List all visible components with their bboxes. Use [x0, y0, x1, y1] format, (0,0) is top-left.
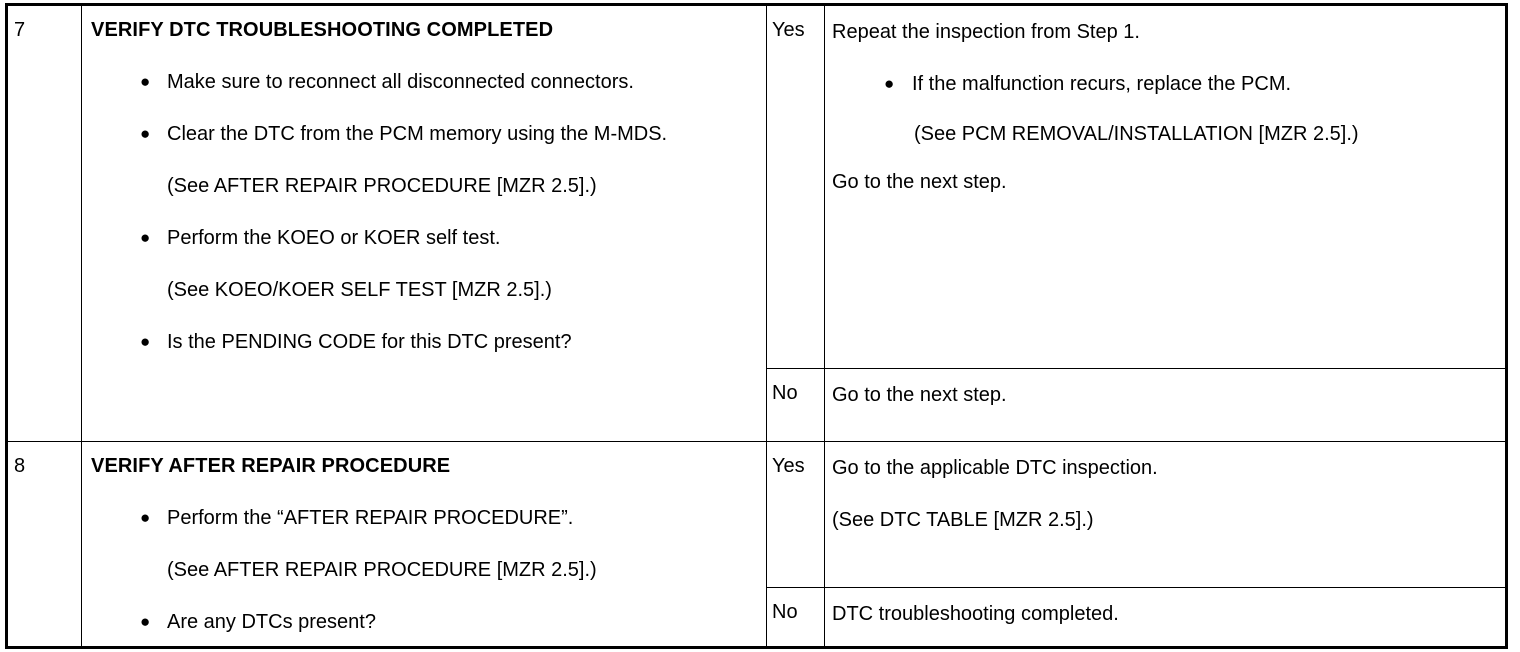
action-list: ● Make sure to reconnect all disconnecte…	[91, 69, 758, 355]
step-title: VERIFY AFTER REPAIR PROCEDURE	[91, 455, 451, 477]
result-lead-text: DTC troubleshooting completed.	[832, 603, 1119, 625]
judgement-cell-yes-8: Yes	[766, 441, 825, 588]
dtc-troubleshooting-table: 7 VERIFY DTC TROUBLESHOOTING COMPLETED ●…	[5, 3, 1508, 649]
result-lead-text: Go to the next step.	[832, 384, 1007, 406]
table-row: 8 VERIFY AFTER REPAIR PROCEDURE ● Perfor…	[6, 441, 1507, 648]
list-item-text: Is the PENDING CODE for this DTC present…	[167, 331, 572, 353]
action-cell-7: VERIFY DTC TROUBLESHOOTING COMPLETED ● M…	[81, 4, 767, 442]
result-cell-yes-7: Repeat the inspection from Step 1. ● If …	[824, 4, 1507, 369]
result-list: ● If the malfunction recurs, replace the…	[832, 71, 1497, 147]
result-trail-text: Go to the next step.	[832, 171, 1007, 193]
result-cell-yes-8: Go to the applicable DTC inspection. (Se…	[824, 441, 1507, 588]
step-title: VERIFY DTC TROUBLESHOOTING COMPLETED	[91, 19, 554, 41]
result-reference-text: (See DTC TABLE [MZR 2.5].)	[832, 509, 1094, 531]
list-item-text: Make sure to reconnect all disconnected …	[167, 71, 634, 93]
list-item-reference: (See PCM REMOVAL/INSTALLATION [MZR 2.5].…	[914, 123, 1359, 145]
list-item-text: Perform the “AFTER REPAIR PROCEDURE”.	[167, 507, 574, 529]
judgement-label: No	[772, 601, 798, 623]
list-item-reference: (See AFTER REPAIR PROCEDURE [MZR 2.5].)	[167, 559, 597, 581]
list-item: ● Make sure to reconnect all disconnecte…	[91, 69, 758, 95]
list-item: ● Perform the “AFTER REPAIR PROCEDURE”. …	[91, 505, 758, 583]
bullet-icon: ●	[140, 612, 151, 631]
table-row: No Go to the next step.	[7, 368, 1507, 442]
table-row: 7 VERIFY DTC TROUBLESHOOTING COMPLETED ●…	[6, 4, 1507, 442]
step-number: 8	[14, 455, 26, 477]
list-item: ● Clear the DTC from the PCM memory usin…	[91, 121, 758, 199]
list-item-text: Are any DTCs present?	[167, 611, 376, 633]
list-item: ● Are any DTCs present?	[91, 609, 758, 635]
judgement-cell-yes-7: Yes	[766, 4, 825, 369]
judgement-cell-no-8: No	[766, 587, 825, 648]
list-item-text: Clear the DTC from the PCM memory using …	[167, 123, 668, 145]
bullet-icon: ●	[140, 228, 151, 247]
result-lead-text: Repeat the inspection from Step 1.	[832, 21, 1140, 43]
judgement-cell-no-7: No	[766, 368, 825, 442]
list-item-reference: (See AFTER REPAIR PROCEDURE [MZR 2.5].)	[167, 175, 597, 197]
result-cell-no-7: Go to the next step.	[824, 368, 1507, 442]
step-number-cell-8: 8	[6, 441, 82, 648]
table-row: No DTC troubleshooting completed.	[7, 587, 1507, 648]
bullet-icon: ●	[884, 74, 895, 93]
action-list: ● Perform the “AFTER REPAIR PROCEDURE”. …	[91, 505, 758, 635]
result-cell-no-8: DTC troubleshooting completed.	[824, 587, 1507, 648]
judgement-label: Yes	[772, 19, 805, 41]
bullet-icon: ●	[140, 72, 151, 91]
step-number-cell-7: 7	[6, 4, 82, 442]
bullet-icon: ●	[140, 332, 151, 351]
list-item: ● Is the PENDING CODE for this DTC prese…	[91, 329, 758, 355]
list-item-reference: (See KOEO/KOER SELF TEST [MZR 2.5].)	[167, 279, 552, 301]
bullet-icon: ●	[140, 508, 151, 527]
list-item: ● If the malfunction recurs, replace the…	[832, 71, 1497, 147]
list-item: ● Perform the KOEO or KOER self test. (S…	[91, 225, 758, 303]
list-item-text: Perform the KOEO or KOER self test.	[167, 227, 501, 249]
judgement-label: Yes	[772, 455, 805, 477]
action-cell-8: VERIFY AFTER REPAIR PROCEDURE ● Perform …	[81, 441, 767, 648]
list-item-text: If the malfunction recurs, replace the P…	[912, 73, 1292, 95]
step-number: 7	[14, 19, 26, 41]
judgement-label: No	[772, 382, 798, 404]
result-lead-text: Go to the applicable DTC inspection.	[832, 457, 1158, 479]
bullet-icon: ●	[140, 124, 151, 143]
